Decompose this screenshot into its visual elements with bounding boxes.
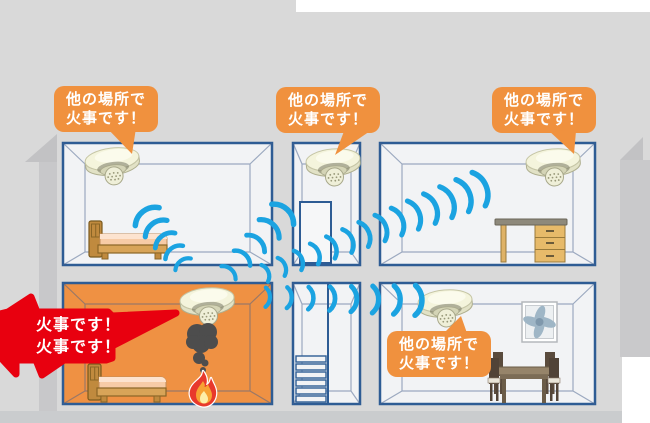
bubble-line: 他の場所で <box>66 90 147 108</box>
signal-arc <box>388 205 407 238</box>
dining-set-icon <box>487 352 561 403</box>
signal-arc <box>256 217 282 241</box>
bubble-line: 火事です！ <box>288 110 369 128</box>
signal-arc <box>340 227 356 255</box>
bubble-line: 火事です！ <box>66 109 147 127</box>
signal-arc <box>259 262 272 284</box>
signal-arc <box>356 219 373 249</box>
fire-alert-text: 火事です！ 火事です！ <box>36 315 122 356</box>
signal-waves-icon <box>132 169 491 319</box>
signal-arc <box>291 248 306 273</box>
signal-arc <box>152 230 178 251</box>
signal-arc <box>269 201 297 228</box>
bubble-line: 他の場所で <box>288 91 369 109</box>
stairs-icon <box>295 355 327 403</box>
speech-bubble-dining: 他の場所で 火事です！ <box>387 316 492 377</box>
speech-bubble-top-middle: 他の場所で 火事です！ <box>276 87 381 155</box>
signal-arc <box>324 234 339 261</box>
desk-icon <box>494 218 568 263</box>
signal-arc <box>231 248 253 268</box>
fire-icon <box>188 369 218 408</box>
signal-arc <box>390 283 403 317</box>
signal-arc <box>132 204 162 229</box>
smoke-icon <box>186 323 218 373</box>
bubble-line: 他の場所で <box>399 335 480 353</box>
left-wall-edge <box>25 134 57 162</box>
bubble-line: 火事です！ <box>504 110 585 128</box>
signal-arc <box>469 169 491 209</box>
signal-arc <box>163 243 186 262</box>
signal-arc <box>453 177 474 215</box>
ventilation-fan-icon <box>521 301 558 343</box>
speech-bubble-top-left: 他の場所で 火事です！ <box>54 86 159 154</box>
door-icon <box>299 201 332 264</box>
signal-arc <box>437 184 457 221</box>
signal-arc <box>421 191 441 226</box>
signal-arc <box>173 256 193 273</box>
signal-arc <box>275 255 289 278</box>
bubble-line: 他の場所で <box>504 91 585 109</box>
signal-arc <box>219 264 238 282</box>
signal-arc <box>305 284 316 312</box>
ground-strip <box>0 411 622 423</box>
right-wall-edge <box>620 137 643 160</box>
signal-arc <box>327 284 338 313</box>
signal-arc <box>348 283 360 315</box>
signal-arc <box>412 282 425 319</box>
signal-arc <box>372 212 390 244</box>
speech-bubble-top-right: 他の場所で 火事です！ <box>492 87 597 154</box>
signal-arc <box>263 285 273 309</box>
signal-arc <box>307 241 322 267</box>
signal-arc <box>142 217 170 240</box>
signal-arc <box>284 285 294 311</box>
signal-arc <box>404 198 424 232</box>
signal-arc <box>369 283 382 316</box>
signal-arc <box>244 232 268 255</box>
speech-bubble-fire-alert: 火事です！ 火事です！ <box>0 292 190 388</box>
right-wall-strip <box>620 160 650 357</box>
burst-bubble-shape <box>0 293 180 379</box>
bubble-line: 火事です！ <box>399 354 480 372</box>
furniture <box>87 201 568 403</box>
